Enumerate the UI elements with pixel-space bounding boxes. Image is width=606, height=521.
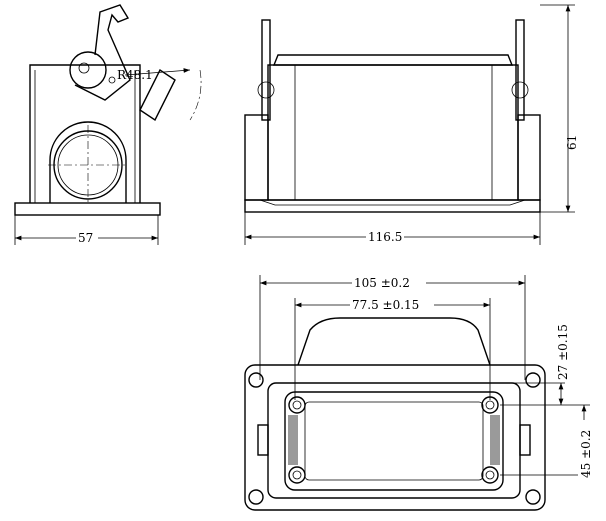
side-view: R48.1 57	[14, 4, 202, 245]
width-label-116-5: 116.5	[368, 230, 402, 244]
spacing-label-77-5: 77.5 ±0.15	[352, 298, 419, 312]
bottom-view: 105 ±0.2 77.5 ±0.15 27 ±0.15 45 ±0.2	[244, 275, 593, 511]
front-view: 61 116.5	[244, 4, 579, 245]
vertical-label-27: 27 ±0.15	[556, 324, 570, 380]
radius-label: R48.1	[117, 68, 153, 82]
height-label-61: 61	[565, 135, 579, 150]
spacing-label-105: 105 ±0.2	[354, 276, 410, 290]
width-label-57: 57	[78, 231, 93, 245]
vertical-label-45: 45 ±0.2	[579, 430, 593, 478]
screw-holes	[288, 396, 499, 484]
